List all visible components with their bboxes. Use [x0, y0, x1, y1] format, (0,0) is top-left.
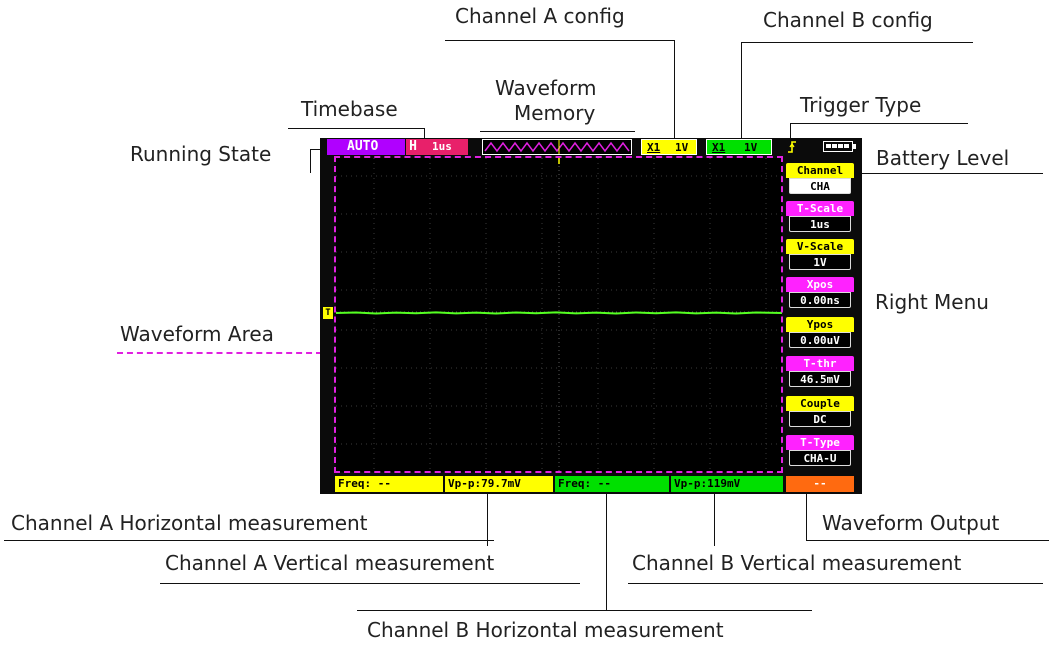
channel-a-trace: [336, 311, 782, 315]
channel-a-vpp-measurement: Vp-p:79.7mV: [445, 476, 553, 492]
timebase-prefix: H: [406, 139, 420, 155]
callout-channel-b-config: Channel B config: [763, 8, 933, 32]
channel-a-freq-measurement: Freq: --: [335, 476, 443, 492]
callout-channel-a-vertical: Channel A Vertical measurement: [165, 551, 495, 575]
callout-channel-a-config: Channel A config: [455, 4, 625, 28]
callout-waveform-memory-1: Waveform: [495, 76, 597, 100]
channel-b-scale: 1V: [744, 141, 758, 154]
menu-item-t-type-value[interactable]: CHA-U: [789, 450, 851, 466]
callout-channel-b-horizontal: Channel B Horizontal measurement: [367, 618, 724, 642]
waveform-grid: [336, 158, 782, 472]
callout-battery-level: Battery Level: [876, 146, 1010, 170]
callout-waveform-memory-2: Memory: [514, 101, 596, 125]
battery-icon: [823, 141, 856, 152]
waveform-memory-preview: [482, 139, 632, 155]
channel-a-scale: 1V: [675, 141, 689, 154]
menu-item-couple-value[interactable]: DC: [789, 411, 851, 427]
trigger-level-marker[interactable]: T: [323, 307, 333, 319]
run-state-badge[interactable]: AUTO: [327, 139, 405, 155]
callout-channel-b-vertical: Channel B Vertical measurement: [632, 551, 962, 575]
callout-waveform-output: Waveform Output: [822, 511, 1000, 535]
waveform-output-button[interactable]: --: [786, 476, 854, 492]
channel-a-config[interactable]: X1 1V: [641, 139, 697, 155]
timebase-value[interactable]: 1us: [420, 139, 468, 155]
channel-a-coupling: X1: [647, 141, 661, 154]
menu-item-couple-title[interactable]: Couple: [786, 396, 854, 411]
trigger-type-icon[interactable]: [787, 139, 797, 155]
menu-item-ypos-value[interactable]: 0.00uV: [789, 332, 851, 348]
menu-item-channel-value[interactable]: CHA: [789, 178, 851, 194]
callout-waveform-area: Waveform Area: [120, 322, 274, 346]
memory-wave-icon: [484, 140, 630, 154]
waveform-area[interactable]: [336, 158, 782, 472]
callout-running-state: Running State: [130, 142, 272, 166]
menu-item-t-scale-title[interactable]: T-Scale: [786, 201, 854, 216]
oscilloscope-screen: AUTO H 1us X1 1V X1 1V: [320, 138, 862, 494]
menu-item-t-thr-value[interactable]: 46.5mV: [789, 371, 851, 387]
menu-item-v-scale-title[interactable]: V-Scale: [786, 239, 854, 254]
menu-item-t-thr-title[interactable]: T-thr: [786, 356, 854, 371]
menu-item-v-scale-value[interactable]: 1V: [789, 254, 851, 270]
callout-right-menu: Right Menu: [875, 290, 989, 314]
channel-b-vpp-measurement: Vp-p:119mV: [671, 476, 783, 492]
menu-item-t-type-title[interactable]: T-Type: [786, 435, 854, 450]
callout-channel-a-horizontal: Channel A Horizontal measurement: [11, 511, 368, 535]
status-bar: AUTO H 1us X1 1V X1 1V: [320, 138, 862, 156]
menu-item-t-scale-value[interactable]: 1us: [789, 216, 851, 232]
callout-timebase: Timebase: [301, 97, 398, 121]
menu-item-xpos-title[interactable]: Xpos: [786, 277, 854, 292]
menu-item-channel-title[interactable]: Channel: [786, 163, 854, 178]
menu-item-xpos-value[interactable]: 0.00ns: [789, 292, 851, 308]
channel-b-config[interactable]: X1 1V: [706, 139, 772, 155]
channel-b-freq-measurement: Freq: --: [555, 476, 669, 492]
menu-item-ypos-title[interactable]: Ypos: [786, 317, 854, 332]
channel-b-coupling: X1: [712, 141, 726, 154]
callout-trigger-type: Trigger Type: [800, 93, 922, 117]
